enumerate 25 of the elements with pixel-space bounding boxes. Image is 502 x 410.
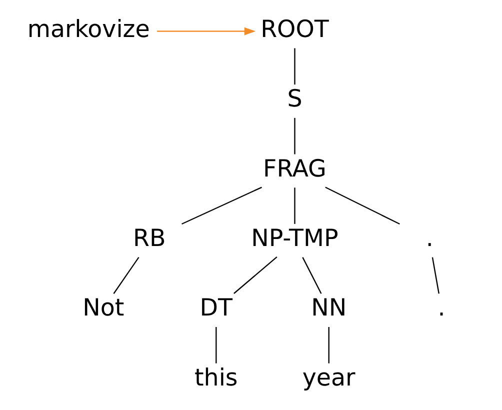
connector [294, 48, 296, 84]
node-text: RB [133, 223, 166, 252]
connector [432, 256, 440, 294]
node-text: markovize [27, 14, 150, 42]
connector [302, 256, 322, 294]
connector [325, 186, 400, 224]
connector [234, 256, 278, 294]
node-text: year [302, 362, 356, 391]
node-text: Not [82, 293, 124, 322]
node-text: DT [200, 293, 233, 322]
arrow [157, 26, 256, 35]
connector [328, 326, 330, 363]
node-text: . [438, 293, 446, 322]
connector [294, 187, 296, 224]
node-text: this [194, 362, 238, 391]
connector [216, 326, 217, 363]
connector [182, 186, 262, 224]
node-text: . [426, 223, 434, 252]
node-text: S [287, 84, 302, 112]
node-text: FRAG [263, 154, 326, 182]
node-text: ROOT [260, 14, 329, 42]
node-text: NP-TMP [251, 223, 338, 252]
node-text: NN [311, 293, 347, 322]
connector [113, 256, 140, 294]
connector [294, 117, 296, 154]
